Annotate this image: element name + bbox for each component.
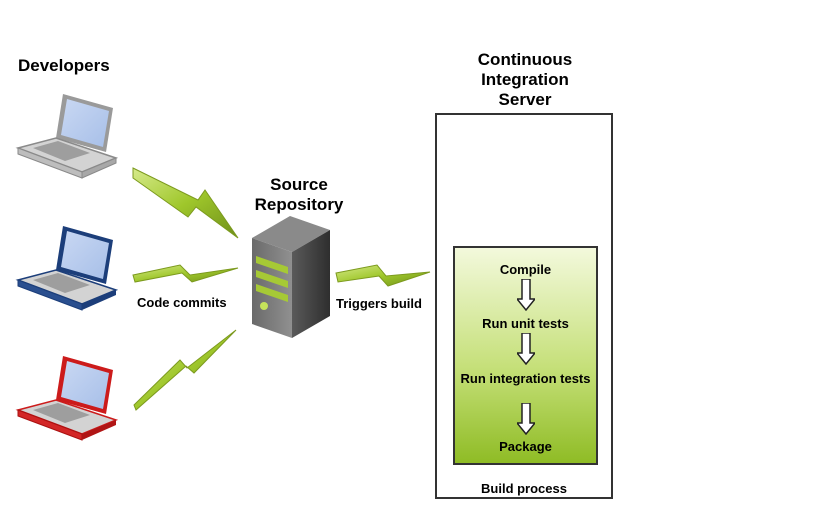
- down-arrow-icon: [517, 333, 535, 365]
- build-process-label: Build process: [481, 481, 567, 496]
- developers-label: Developers: [18, 56, 110, 75]
- trigger-bolt: [335, 264, 431, 287]
- source-repository-line-2: Repository: [254, 195, 344, 214]
- code-commits-label: Code commits: [137, 295, 227, 310]
- commit-bolt-3: [133, 329, 237, 411]
- ci-server-line-1: Continuous: [477, 50, 573, 69]
- build-step-compile: Compile: [499, 262, 552, 277]
- laptop-red-icon: [15, 356, 119, 441]
- repository-server-icon: [252, 216, 330, 338]
- laptop-gray-icon: [15, 94, 119, 179]
- ci-server-label: Continuous Integration Server: [440, 50, 610, 110]
- build-step-integration-tests: Run integration tests: [460, 371, 591, 386]
- commit-bolt-2: [132, 264, 239, 283]
- triggers-build-label: Triggers build: [336, 296, 422, 311]
- source-repository-line-1: Source: [270, 175, 328, 194]
- down-arrow-icon: [517, 279, 535, 311]
- commit-bolt-1: [132, 167, 239, 239]
- down-arrow-icon: [517, 403, 535, 435]
- build-step-unit-tests: Run unit tests: [482, 316, 569, 331]
- build-process-box: Compile Run unit tests Run integration t…: [453, 246, 598, 465]
- ci-server-line-2: Integration: [481, 70, 569, 89]
- build-step-package: Package: [499, 439, 552, 454]
- ci-server-line-3: Server: [498, 90, 552, 109]
- source-repository-label: Source Repository: [244, 175, 354, 215]
- laptop-blue-icon: [15, 226, 119, 311]
